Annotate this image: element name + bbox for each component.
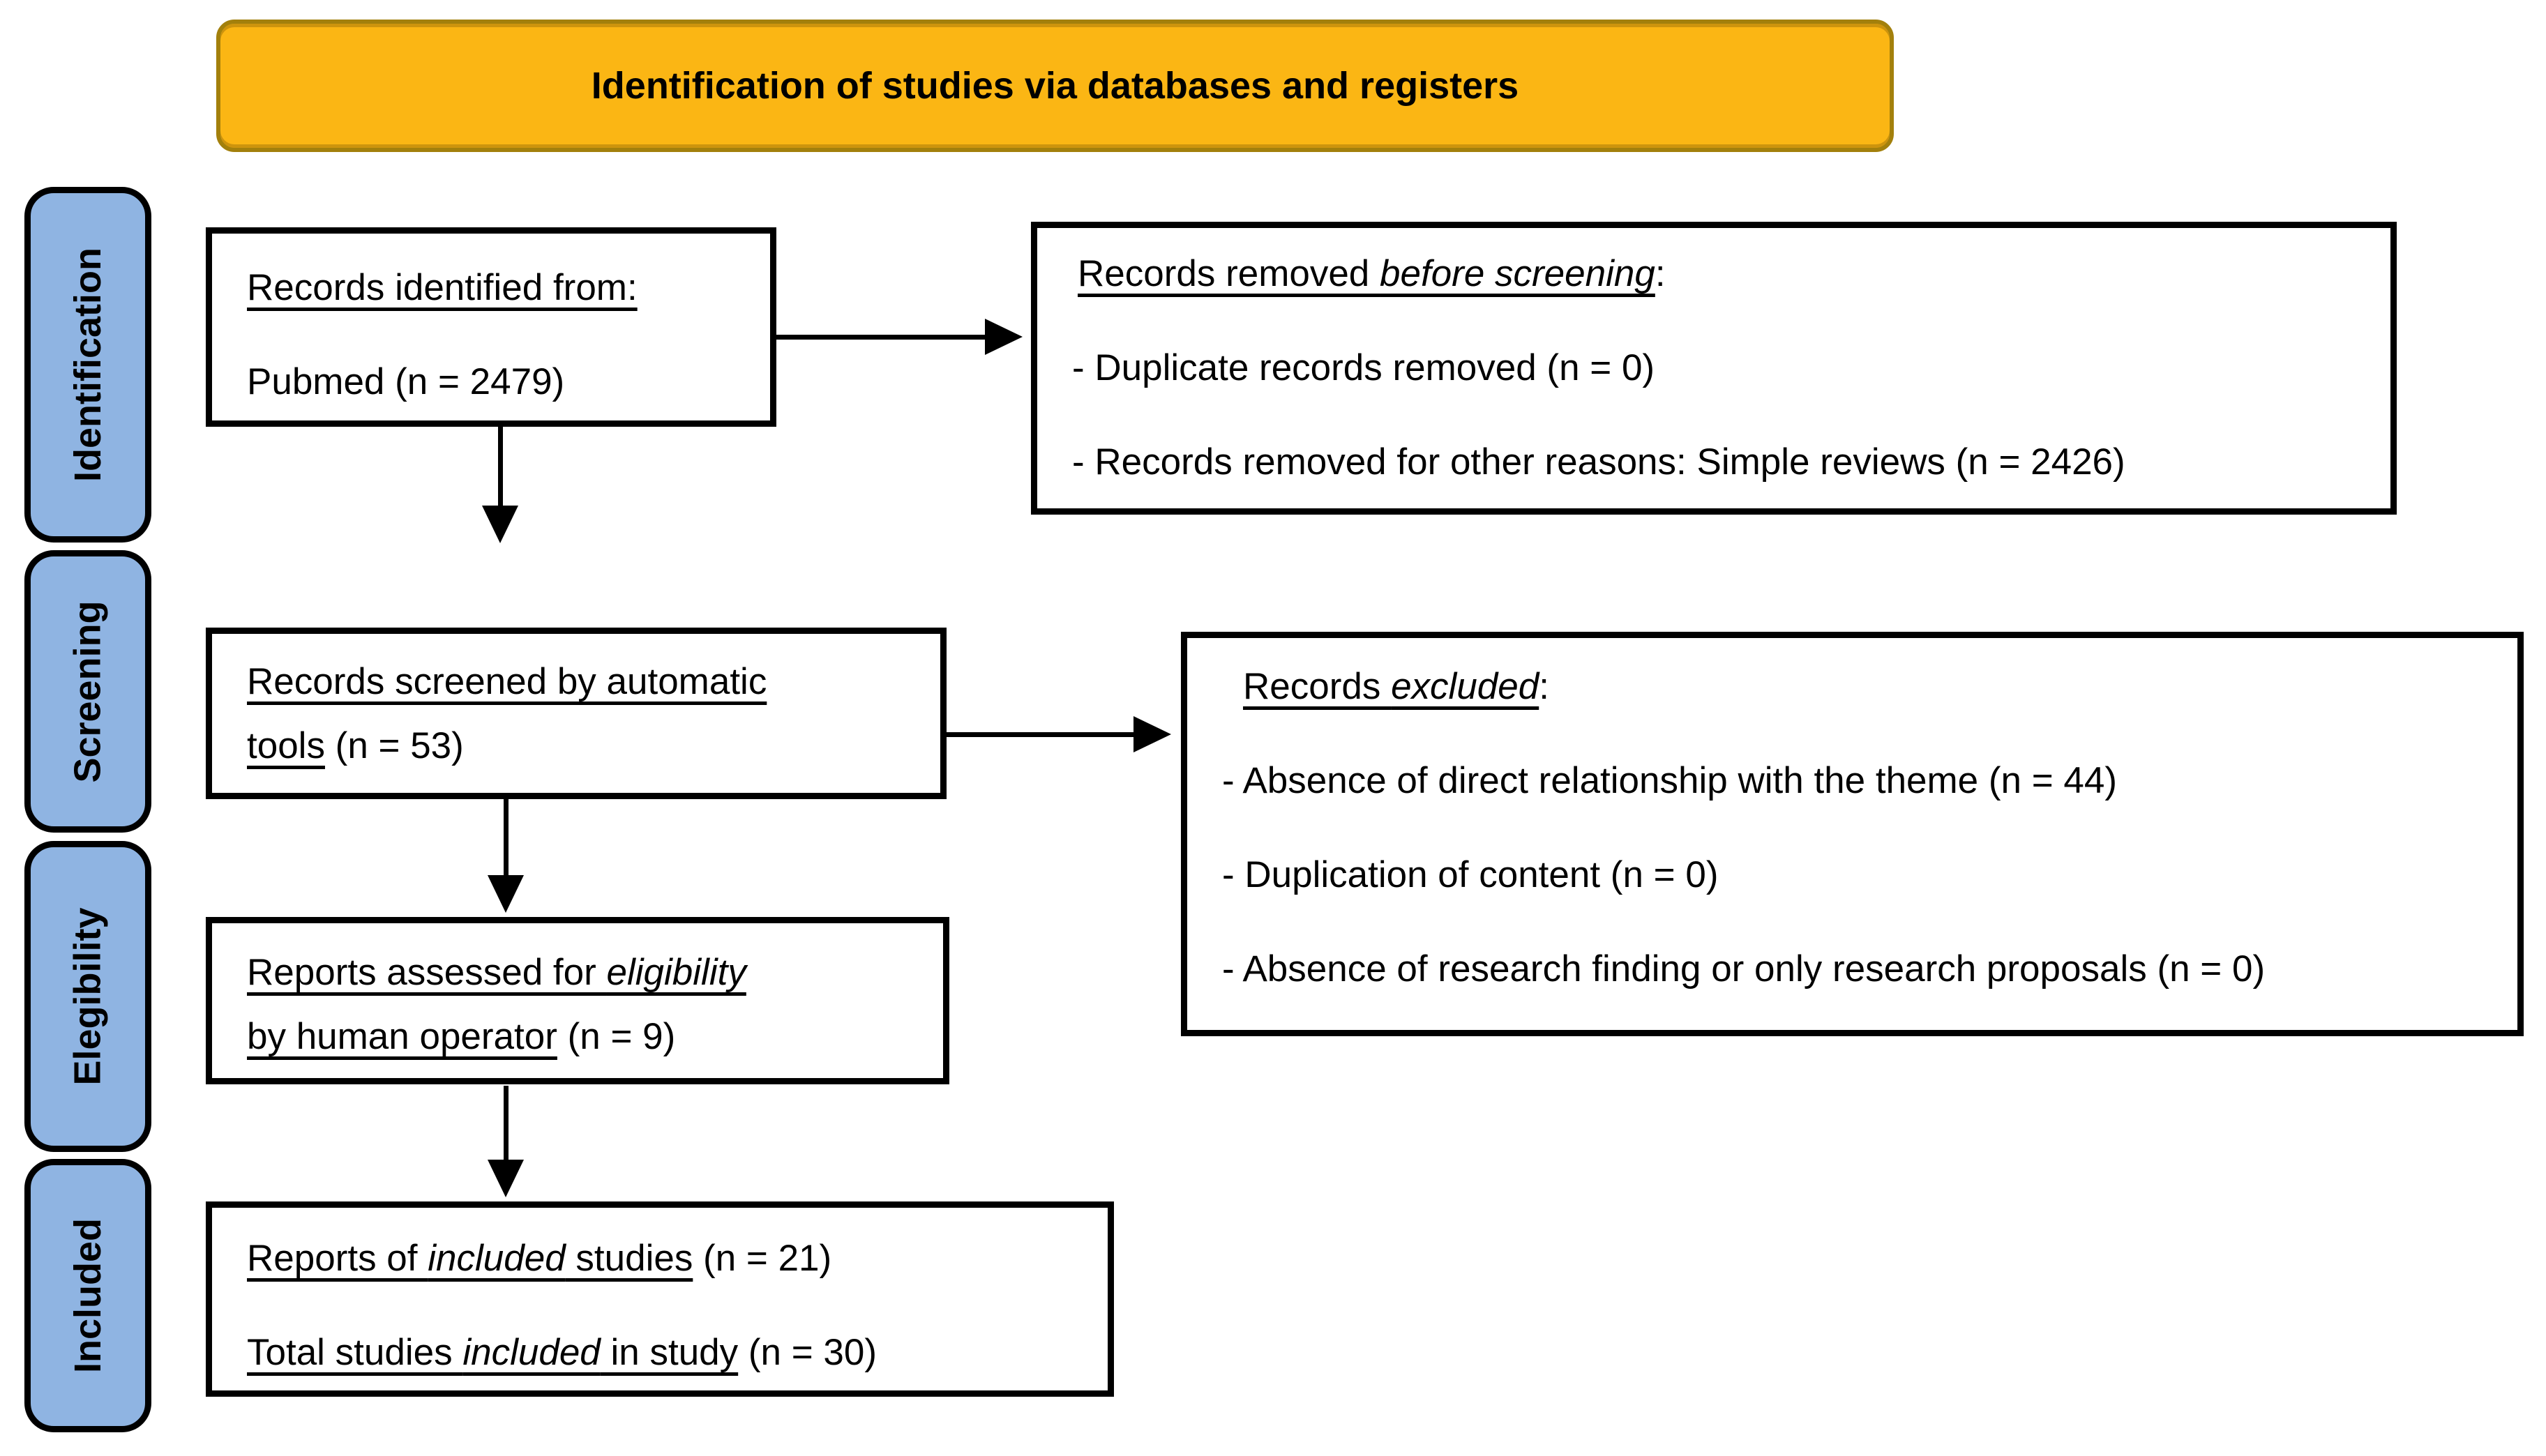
arrow-assessed-to-included-head-icon bbox=[488, 1160, 524, 1197]
records-excluded-heading-prefix: Records bbox=[1243, 666, 1392, 707]
sidebar-item-included: Included bbox=[24, 1159, 151, 1432]
reports-assessed-line1-italic: eligibility bbox=[606, 952, 746, 993]
included-total-suffix: in study bbox=[600, 1332, 739, 1373]
arrow-identified-to-removed-head-icon bbox=[985, 319, 1023, 355]
included-total-count: (n = 30) bbox=[738, 1332, 877, 1373]
included-reports-underlined: Reports of included studies bbox=[247, 1238, 693, 1279]
records-screened-line2-underlined: tools bbox=[247, 725, 325, 766]
arrow-identified-to-screened-head-icon bbox=[482, 506, 518, 543]
records-screened-line2-count: (n = 53) bbox=[324, 725, 464, 766]
box-records-removed-before-screening: Records removed before screening: - Dupl… bbox=[1031, 222, 2397, 515]
records-excluded-heading: Records excluded: bbox=[1243, 655, 2505, 719]
reports-assessed-line1-prefix: Reports assessed for bbox=[247, 952, 607, 993]
records-screened-line2: tools (n = 53) bbox=[247, 714, 928, 778]
arrow-identified-to-screened-line bbox=[498, 427, 503, 506]
records-removed-item-duplicates: - Duplicate records removed (n = 0) bbox=[1072, 347, 1655, 388]
records-excluded-item-no-relationship: - Absence of direct relationship with th… bbox=[1222, 760, 2117, 801]
included-total-italic: included bbox=[462, 1332, 601, 1373]
reports-assessed-line2-count: (n = 9) bbox=[557, 1016, 676, 1057]
banner-title: Identification of studies via databases … bbox=[591, 65, 1519, 107]
box-records-excluded: Records excluded: - Absence of direct re… bbox=[1181, 632, 2524, 1036]
reports-assessed-line1-text: Reports assessed for eligibility bbox=[247, 952, 746, 993]
records-removed-heading-colon: : bbox=[1655, 253, 1666, 294]
records-excluded-heading-colon: : bbox=[1539, 666, 1549, 707]
reports-assessed-line2-underlined: by human operator bbox=[247, 1016, 557, 1057]
records-identified-heading-text: Records identified from: bbox=[247, 267, 638, 308]
reports-assessed-line1: Reports assessed for eligibility bbox=[247, 941, 931, 1005]
included-reports-italic: included bbox=[428, 1238, 566, 1279]
records-removed-heading-prefix: Records removed bbox=[1078, 253, 1380, 294]
arrow-screened-to-excluded-head-icon bbox=[1133, 716, 1171, 752]
sidebar-label-screening: Screening bbox=[67, 600, 109, 783]
included-reports-prefix: Reports of bbox=[247, 1238, 428, 1279]
records-removed-item-other-reasons: - Records removed for other reasons: Sim… bbox=[1072, 441, 2125, 483]
records-removed-heading-italic: before screening bbox=[1380, 253, 1655, 294]
box-included-studies: Reports of included studies (n = 21) Tot… bbox=[206, 1201, 1114, 1397]
sidebar-item-screening: Screening bbox=[24, 550, 151, 833]
records-identified-source-text: Pubmed (n = 2479) bbox=[247, 361, 565, 402]
records-excluded-item-duplication: - Duplication of content (n = 0) bbox=[1222, 854, 1719, 895]
banner-identification-of-studies: Identification of studies via databases … bbox=[216, 20, 1894, 152]
records-identified-source: Pubmed (n = 2479) bbox=[247, 350, 758, 414]
arrow-screened-to-assessed-head-icon bbox=[488, 875, 524, 913]
reports-assessed-line2: by human operator (n = 9) bbox=[247, 1005, 931, 1069]
arrow-identified-to-removed-line bbox=[776, 335, 985, 340]
arrow-assessed-to-included-line bbox=[504, 1086, 509, 1160]
arrow-screened-to-assessed-line bbox=[504, 799, 509, 875]
arrow-screened-to-excluded-line bbox=[947, 732, 1133, 737]
included-reports-count: (n = 21) bbox=[693, 1238, 832, 1279]
included-total-underlined: Total studies included in study bbox=[247, 1332, 738, 1373]
records-identified-heading: Records identified from: bbox=[247, 256, 758, 320]
box-records-identified: Records identified from: Pubmed (n = 247… bbox=[206, 227, 776, 427]
records-screened-line1: Records screened by automatic bbox=[247, 650, 928, 714]
box-reports-assessed: Reports assessed for eligibility by huma… bbox=[206, 917, 949, 1084]
records-removed-heading: Records removed before screening: bbox=[1078, 242, 2378, 306]
sidebar-label-included: Included bbox=[67, 1218, 110, 1374]
records-excluded-heading-text: Records excluded bbox=[1243, 666, 1539, 707]
sidebar-label-identification: Identification bbox=[67, 248, 109, 482]
records-screened-line1-text: Records screened by automatic bbox=[247, 661, 767, 702]
records-removed-heading-text: Records removed before screening bbox=[1078, 253, 1655, 294]
sidebar-item-identification: Identification bbox=[24, 187, 151, 543]
records-excluded-item-no-findings: - Absence of research finding or only re… bbox=[1222, 948, 2266, 989]
included-total-line: Total studies included in study (n = 30) bbox=[247, 1321, 1095, 1385]
included-reports-line: Reports of included studies (n = 21) bbox=[247, 1227, 1095, 1291]
sidebar-label-elegibility: Elegibility bbox=[67, 907, 109, 1086]
box-records-screened: Records screened by automatic tools (n =… bbox=[206, 628, 947, 799]
included-reports-suffix: studies bbox=[565, 1238, 693, 1279]
included-total-prefix: Total studies bbox=[247, 1332, 463, 1373]
records-excluded-heading-italic: excluded bbox=[1391, 666, 1539, 707]
sidebar-item-elegibility: Elegibility bbox=[24, 841, 151, 1152]
